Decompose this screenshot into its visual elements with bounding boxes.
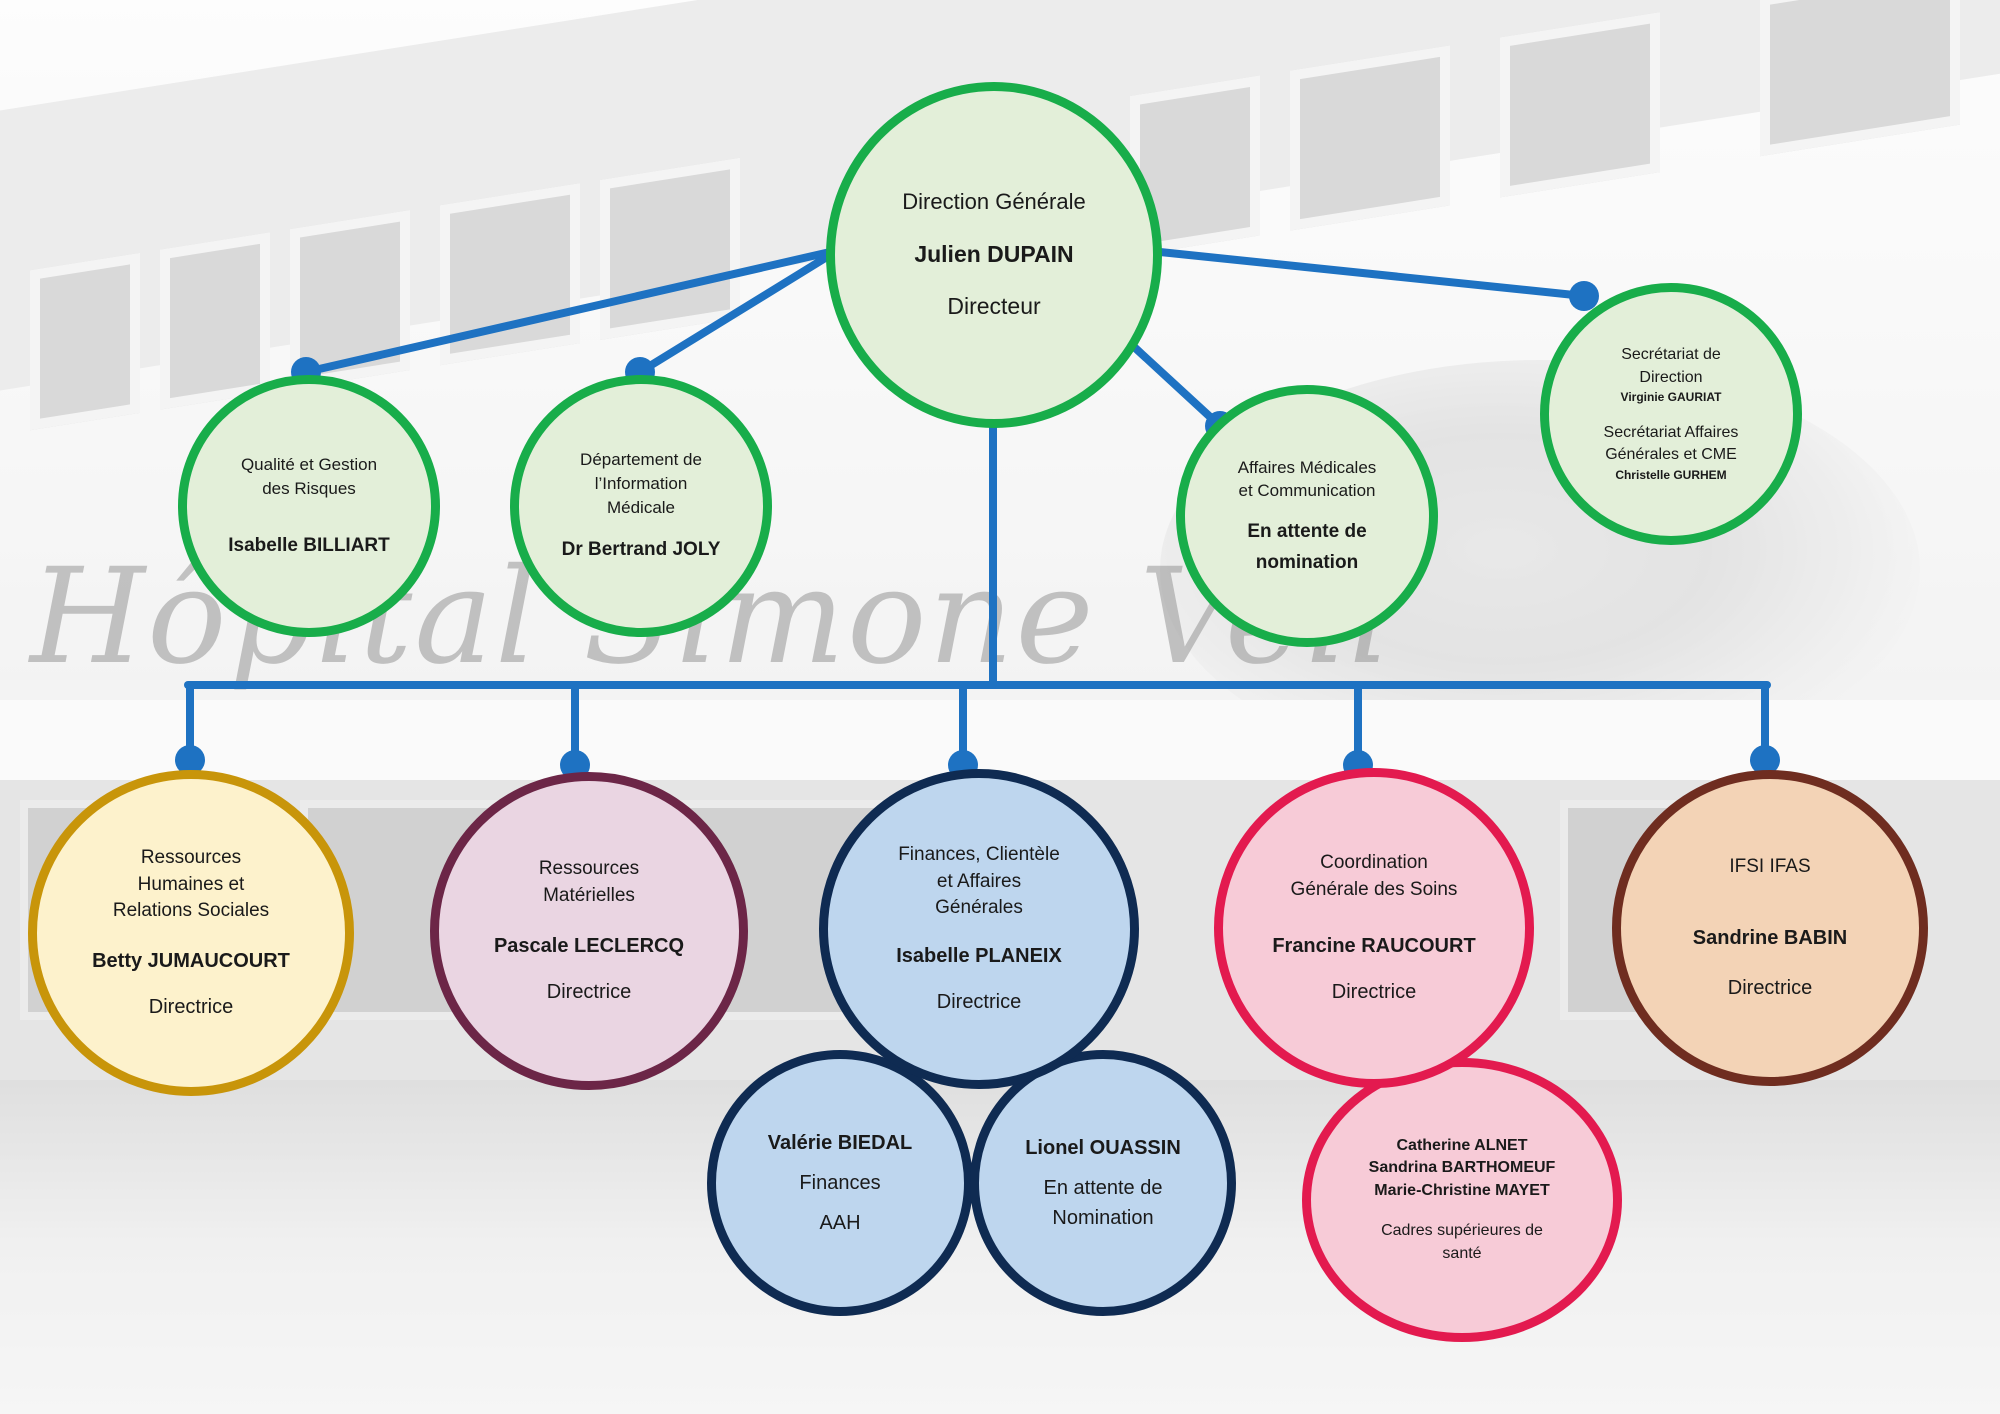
node-role: AAH [819,1212,861,1234]
connector-line [636,248,839,376]
node-role: Directrice [546,980,632,1003]
node-person-name: Pascale LECLERCQ [493,934,685,957]
node-person-name: Dr Bertrand JOLY [561,539,721,561]
node-role: Directrice [1727,977,1813,1000]
node-title: l’Information [594,473,688,493]
node-title: Ressources [140,847,242,869]
node-title: Matérielles [543,885,635,906]
node-title: Coordination [1320,852,1428,874]
secretariat-node: Secrétariat de Direction Virginie GAURIA… [1540,283,1802,545]
connector-dot [1750,745,1780,775]
node-person-name: Francine RAUCOURT [1272,934,1476,957]
node-person-name: Lionel OUASSIN [1025,1137,1181,1159]
node-title: Humaines et [137,873,245,895]
connector-line [1156,248,1588,300]
node-title: Département de [580,450,702,469]
node-title: Ressources [538,858,640,880]
node-person-name: Christelle GURHEM [1615,467,1727,482]
node-title: Affaires Médicales [1237,457,1377,477]
node-title: IFSI IFAS [1729,855,1811,877]
node-title: Générales et CME [1605,446,1737,464]
connector-dot [1569,281,1599,311]
node-person-name: Sandrine BABIN [1692,927,1848,950]
node-person-name: Julien DUPAIN [914,241,1074,268]
ifsi-ifas-node: IFSI IFAS Sandrine BABIN Directrice [1612,770,1928,1086]
node-role: Directeur [947,293,1041,320]
node-role: Directrice [936,990,1022,1013]
node-role: Directrice [148,995,234,1018]
finances-clientele-node: Finances, Clientèle et Affaires Générale… [819,769,1139,1089]
node-title: Générales [935,897,1023,919]
cadres-superieurs-sante-node: Catherine ALNET Sandrina BARTHOMEUF Mari… [1302,1058,1622,1342]
ressources-materielles-node: Ressources Matérielles Pascale LECLERCQ … [430,772,748,1090]
departement-information-medicale-node: Département de l’Information Médicale Dr… [510,375,772,637]
node-title: Direction [1639,368,1703,386]
node-role: Nomination [1052,1207,1154,1229]
node-title: Qualité et Gestion [240,454,378,474]
qualite-gestion-risques-node: Qualité et Gestion des Risques Isabelle … [178,375,440,637]
node-title: Relations Sociales [112,900,270,922]
node-role: Directrice [1331,980,1417,1003]
ressources-humaines-node: Ressources Humaines et Relations Sociale… [28,770,354,1096]
finances-sub-node-finances: Valérie BIEDAL Finances AAH [707,1050,973,1316]
node-person-name: Valérie BIEDAL [767,1132,913,1154]
node-person-name: nomination [1255,551,1359,573]
connector-line [302,248,834,376]
node-person-name: Isabelle PLANEIX [896,944,1062,967]
node-title: et Affaires [936,870,1022,892]
node-title: Médicale [606,497,676,517]
node-person-name: En attente de [1247,521,1367,543]
node-title: Secrétariat de [1621,346,1721,364]
node-title: et Communication [1238,481,1376,501]
node-title: Finances, Clientèle [898,844,1060,866]
connector-line [1128,341,1224,430]
node-person-name: Marie-Christine MAYET [1374,1181,1550,1199]
node-role: Cadres supérieures de [1381,1222,1543,1240]
node-title: Direction Générale [902,189,1086,215]
direction-generale-node: Direction Générale Julien DUPAIN Directe… [826,82,1162,428]
node-title: Générale des Soins [1290,879,1458,900]
node-person-name: Virginie GAURIAT [1620,390,1722,405]
node-person-name: Betty JUMAUCOURT [92,949,290,972]
node-role: Finances [799,1172,881,1194]
node-person-name: Sandrina BARTHOMEUF [1368,1159,1556,1177]
affaires-medicales-node: Affaires Médicales et Communication En a… [1176,385,1438,647]
node-person-name: Isabelle BILLIART [228,534,390,556]
finances-sub-node-nomination: Lionel OUASSIN En attente de Nomination [970,1050,1236,1316]
node-role: En attente de [1043,1177,1163,1199]
node-person-name: Catherine ALNET [1396,1137,1528,1155]
node-role: santé [1442,1244,1482,1262]
node-title: Secrétariat Affaires [1603,424,1739,441]
node-title: des Risques [262,478,356,498]
coordination-soins-node: Coordination Générale des Soins Francine… [1214,768,1534,1088]
connector-dot [175,745,205,775]
